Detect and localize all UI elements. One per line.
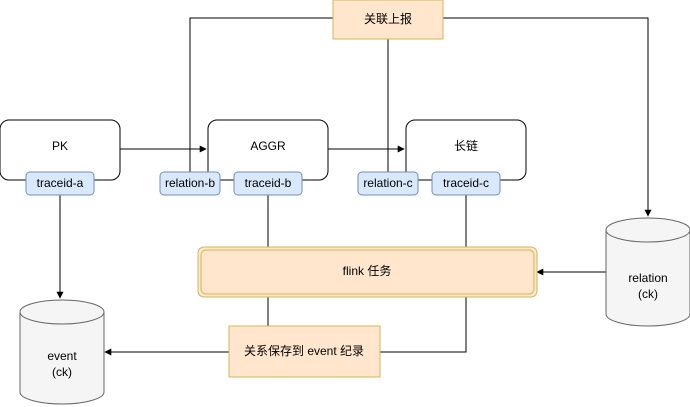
flink-task-label: flink 任务 [343,263,392,278]
pk-node: PK [0,119,121,181]
edge-relation-b-to-report [189,17,333,172]
relation-database: relation (ck) [605,217,690,327]
event-db-type: (ck) [52,365,72,379]
long-chain-node: 长链 [405,119,527,181]
tag-relation-b: relation-b [159,171,221,196]
edge-report-to-relation-db [443,17,652,217]
tag-relation-b-label: relation-b [165,176,215,190]
aggr-node: AGGR [207,119,329,181]
pk-label: PK [52,139,68,153]
event-database: event (ck) [19,299,105,405]
tag-traceid-c-label: traceid-c [443,176,489,190]
relation-db-name: relation [628,271,667,285]
tag-relation-c: relation-c [357,171,419,196]
tag-traceid-a: traceid-a [25,171,95,196]
tag-traceid-b: traceid-b [233,171,303,196]
flink-task-node: flink 任务 [197,246,538,298]
tag-traceid-c: traceid-c [431,171,501,196]
long-chain-label: 长链 [454,138,478,153]
event-db-name: event [47,349,77,363]
connectors [56,17,652,356]
tag-traceid-a-label: traceid-a [37,176,84,190]
tag-relation-c-label: relation-c [363,176,412,190]
report-note: 关联上报 [332,0,444,40]
save-note: 关系保存到 event 纪录 [228,325,381,378]
edge-flink-to-save-right [380,297,467,353]
relation-db-type: (ck) [638,287,658,301]
save-label: 关系保存到 event 纪录 [244,344,364,358]
tag-traceid-b-label: traceid-b [245,176,292,190]
aggr-label: AGGR [250,139,286,153]
report-label: 关联上报 [364,11,412,26]
